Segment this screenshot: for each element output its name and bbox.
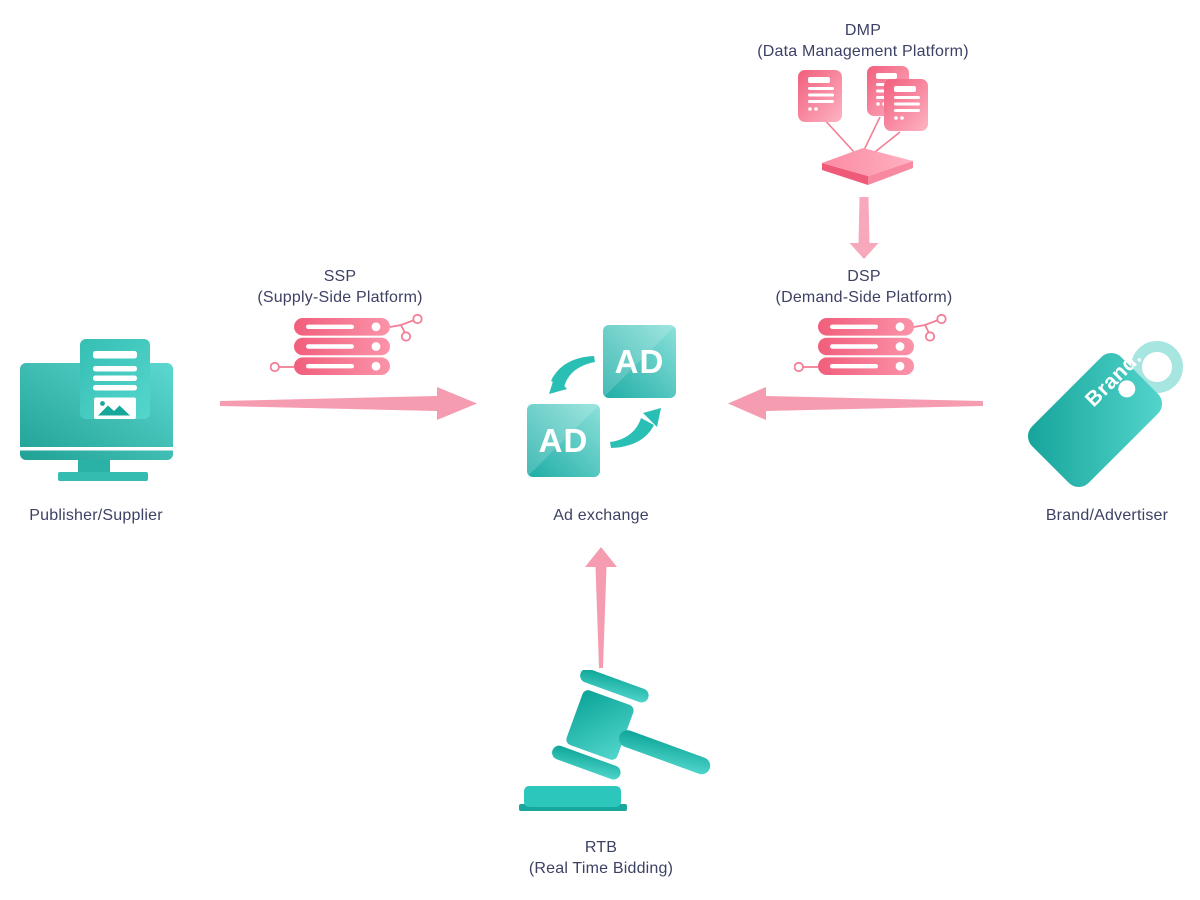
- publisher-label: Publisher/Supplier: [29, 507, 163, 524]
- ssp-server-icon: [270, 313, 423, 375]
- webpage-card: [80, 339, 150, 419]
- arrow-dsp-to-exchange: [728, 387, 983, 420]
- swoosh-arrow-right: [610, 418, 654, 448]
- monitor-base: [58, 472, 148, 481]
- publisher-monitor-icon: [20, 339, 173, 481]
- dsp-title-block: DSP (Demand-Side Platform): [704, 266, 1024, 308]
- ad-badge-top: AD: [603, 325, 676, 398]
- ssp-server-bars: [294, 318, 390, 375]
- monitor-strip: [20, 447, 173, 451]
- dmp-lines: [822, 116, 901, 153]
- gavel-head-group: [552, 670, 711, 780]
- dmp-title-block: DMP (Data Management Platform): [703, 20, 1023, 62]
- dsp-title: DSP: [847, 268, 881, 285]
- arrow-dmp-to-dsp: [849, 197, 879, 259]
- swoosh-arrow-left-head: [549, 375, 567, 394]
- arrow-rtb-to-exchange: [585, 547, 617, 668]
- rtb-gavel-icon: [519, 670, 711, 811]
- dsp-subtitle: (Demand-Side Platform): [775, 289, 953, 306]
- ad-badge-bottom-text: AD: [538, 421, 589, 459]
- rtb-title-block: RTB (Real Time Bidding): [441, 837, 761, 879]
- dsp-server-icon: [794, 313, 947, 375]
- tag-ring: [1131, 341, 1183, 393]
- swoosh-arrow-right-head: [643, 408, 661, 427]
- ssp-title-block: SSP (Supply-Side Platform): [180, 266, 500, 308]
- dmp-platform-base: [822, 148, 913, 185]
- dmp-subtitle: (Data Management Platform): [757, 43, 969, 60]
- image-placeholder: [94, 397, 136, 419]
- dmp-platform-icon: [798, 66, 928, 185]
- gavel-block: [524, 786, 621, 807]
- swoosh-arrow-left: [551, 356, 595, 387]
- brand-tag-icon: Brand.: [1022, 330, 1200, 500]
- rtb-title: RTB: [584, 839, 618, 856]
- dsp-connectors: [794, 313, 947, 373]
- dmp-title: DMP: [844, 22, 882, 39]
- brand-label: Brand/Advertiser: [1045, 507, 1169, 524]
- ad-badge-top-text: AD: [614, 342, 665, 380]
- ssp-title: SSP: [323, 268, 357, 285]
- dmp-documents: [798, 66, 928, 131]
- ad-exchange-label: Ad exchange: [553, 507, 649, 524]
- ssp-subtitle: (Supply-Side Platform): [257, 289, 423, 306]
- rtb-subtitle: (Real Time Bidding): [528, 860, 674, 877]
- exchange-swoosh-arrows: [549, 356, 661, 448]
- arrow-ssp-to-exchange: [220, 387, 477, 420]
- dsp-server-bars: [818, 318, 914, 375]
- ssp-connectors: [270, 313, 423, 373]
- ad-badge-bottom: AD: [527, 404, 600, 477]
